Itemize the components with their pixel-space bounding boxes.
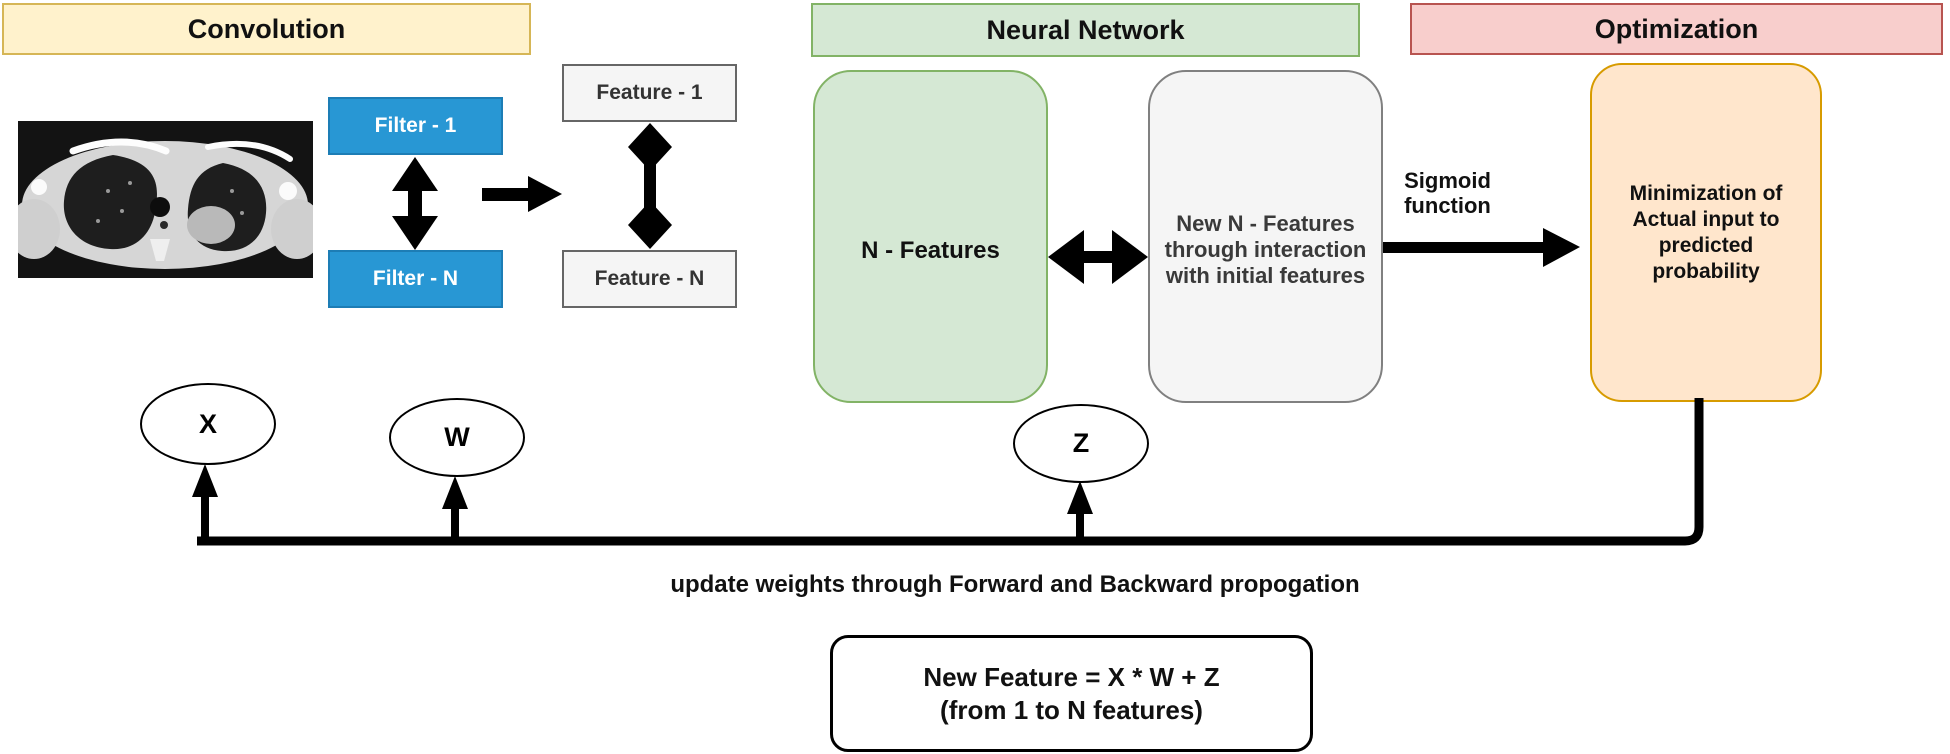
- convolution-header-label: Convolution: [187, 13, 346, 44]
- variable-x-label: X: [198, 408, 217, 439]
- minimization-box: Minimization of Actual input to predicte…: [1590, 63, 1822, 402]
- neural-network-header-label: Neural Network: [986, 14, 1185, 45]
- new-n-features-box: New N - Features through interaction wit…: [1148, 70, 1383, 403]
- feature-1-label: Feature - 1: [596, 81, 703, 104]
- minimization-label: Minimization of Actual input to predicte…: [1629, 181, 1783, 283]
- sigmoid-arrow-icon: [1383, 228, 1580, 267]
- right-arrow-icon: [482, 176, 562, 212]
- chest-ct-scan-image: [18, 121, 313, 278]
- n-features-box: N - Features: [813, 70, 1048, 403]
- variable-w-node: W: [389, 398, 525, 477]
- feedback-caption: update weights through Forward and Backw…: [670, 571, 1360, 598]
- variable-z-node: Z: [1013, 404, 1149, 483]
- formula-line-1: New Feature = X * W + Z: [923, 661, 1220, 692]
- feedback-path: [192, 398, 1704, 546]
- left-right-arrow-icon: [1048, 230, 1148, 284]
- filter-n-box: Filter - N: [328, 250, 503, 308]
- optimization-header-label: Optimization: [1594, 13, 1759, 44]
- feature-n-label: Feature - N: [594, 267, 705, 290]
- optimization-section-header: Optimization: [1410, 3, 1943, 55]
- filter-n-label: Filter - N: [372, 267, 459, 290]
- sigmoid-function-label: Sigmoid function: [1404, 168, 1491, 218]
- new-n-features-label: New N - Features through interaction wit…: [1164, 210, 1367, 288]
- filter-1-box: Filter - 1: [328, 97, 503, 155]
- n-features-label: N - Features: [861, 236, 1000, 264]
- formula-line-2: (from 1 to N features): [940, 694, 1203, 725]
- filter-1-label: Filter - 1: [374, 114, 457, 137]
- convolution-section-header: Convolution: [2, 3, 531, 55]
- variable-w-label: W: [444, 422, 470, 452]
- variable-x-node: X: [140, 383, 276, 465]
- up-down-arrow-icon: [392, 157, 438, 250]
- variable-z-label: Z: [1072, 428, 1090, 458]
- neural-network-section-header: Neural Network: [811, 3, 1360, 57]
- feature-1-box: Feature - 1: [562, 64, 737, 122]
- feature-n-box: Feature - N: [562, 250, 737, 308]
- diamond-connector-icon: [628, 123, 672, 249]
- formula-box: New Feature = X * W + Z (from 1 to N fea…: [830, 635, 1313, 752]
